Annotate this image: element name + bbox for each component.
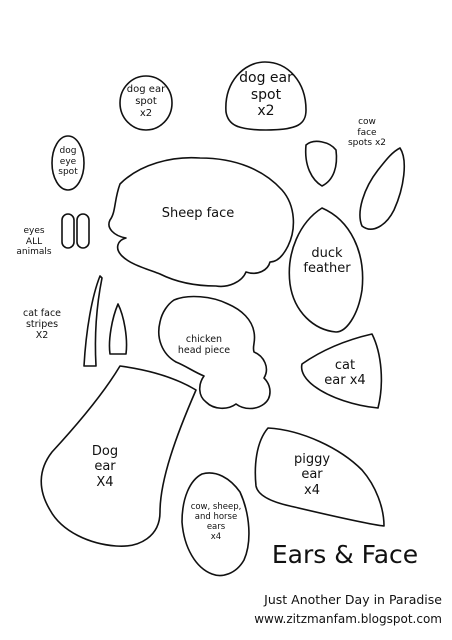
cat-ear-shape: [300, 333, 383, 409]
piggy-ear-shape: [254, 427, 385, 527]
cat-face-stripe-shape-1: [83, 275, 103, 367]
piggy-ear-label: piggy ear x4: [293, 452, 331, 498]
eye-shape-1: [61, 213, 75, 249]
cow-face-spot-shape-1: [304, 140, 338, 187]
dog-eye-spot-label: dog eye spot: [58, 146, 78, 178]
cat-face-stripes-label: cat face stripes X2: [22, 308, 62, 342]
chicken-head-piece-shape: [158, 295, 271, 410]
cat-ear-label: cat ear x4: [324, 358, 366, 389]
page-title: Ears & Face: [271, 540, 419, 569]
cow-sheep-horse-ears-label: cow, sheep, and horse ears x4: [190, 502, 242, 543]
dog-ear-spot-large-label: dog ear spot x2: [239, 70, 293, 120]
sheep-face-shape: [108, 156, 295, 288]
eyes-all-animals-label: eyes ALL animals: [16, 226, 52, 258]
blog-url: www.zitzmanfam.blogspot.com: [254, 612, 442, 626]
dog-ear-spot-small-shape: [119, 75, 173, 131]
cow-face-spot-shape-2: [359, 147, 406, 230]
dog-ear-spot-large-shape: [225, 61, 307, 131]
duck-feather-label: duck feather: [303, 246, 351, 277]
cat-face-stripe-shape-2: [108, 303, 128, 355]
cow-sheep-horse-ear-shape: [181, 472, 250, 577]
page-subtitle: Just Another Day in Paradise: [264, 592, 442, 607]
chicken-head-piece-label: chicken head piece: [177, 334, 231, 357]
dog-eye-spot-shape: [51, 135, 85, 191]
duck-feather-shape: [288, 207, 364, 333]
dog-ear-label: Dog ear X4: [91, 444, 119, 490]
dog-ear-spot-small-label: dog ear spot x2: [126, 84, 166, 119]
cow-face-spots-label: cow face spots x2: [347, 117, 387, 149]
dog-ear-shape: [40, 365, 197, 547]
sheep-face-label: Sheep face: [161, 206, 235, 221]
eye-shape-2: [76, 213, 90, 249]
